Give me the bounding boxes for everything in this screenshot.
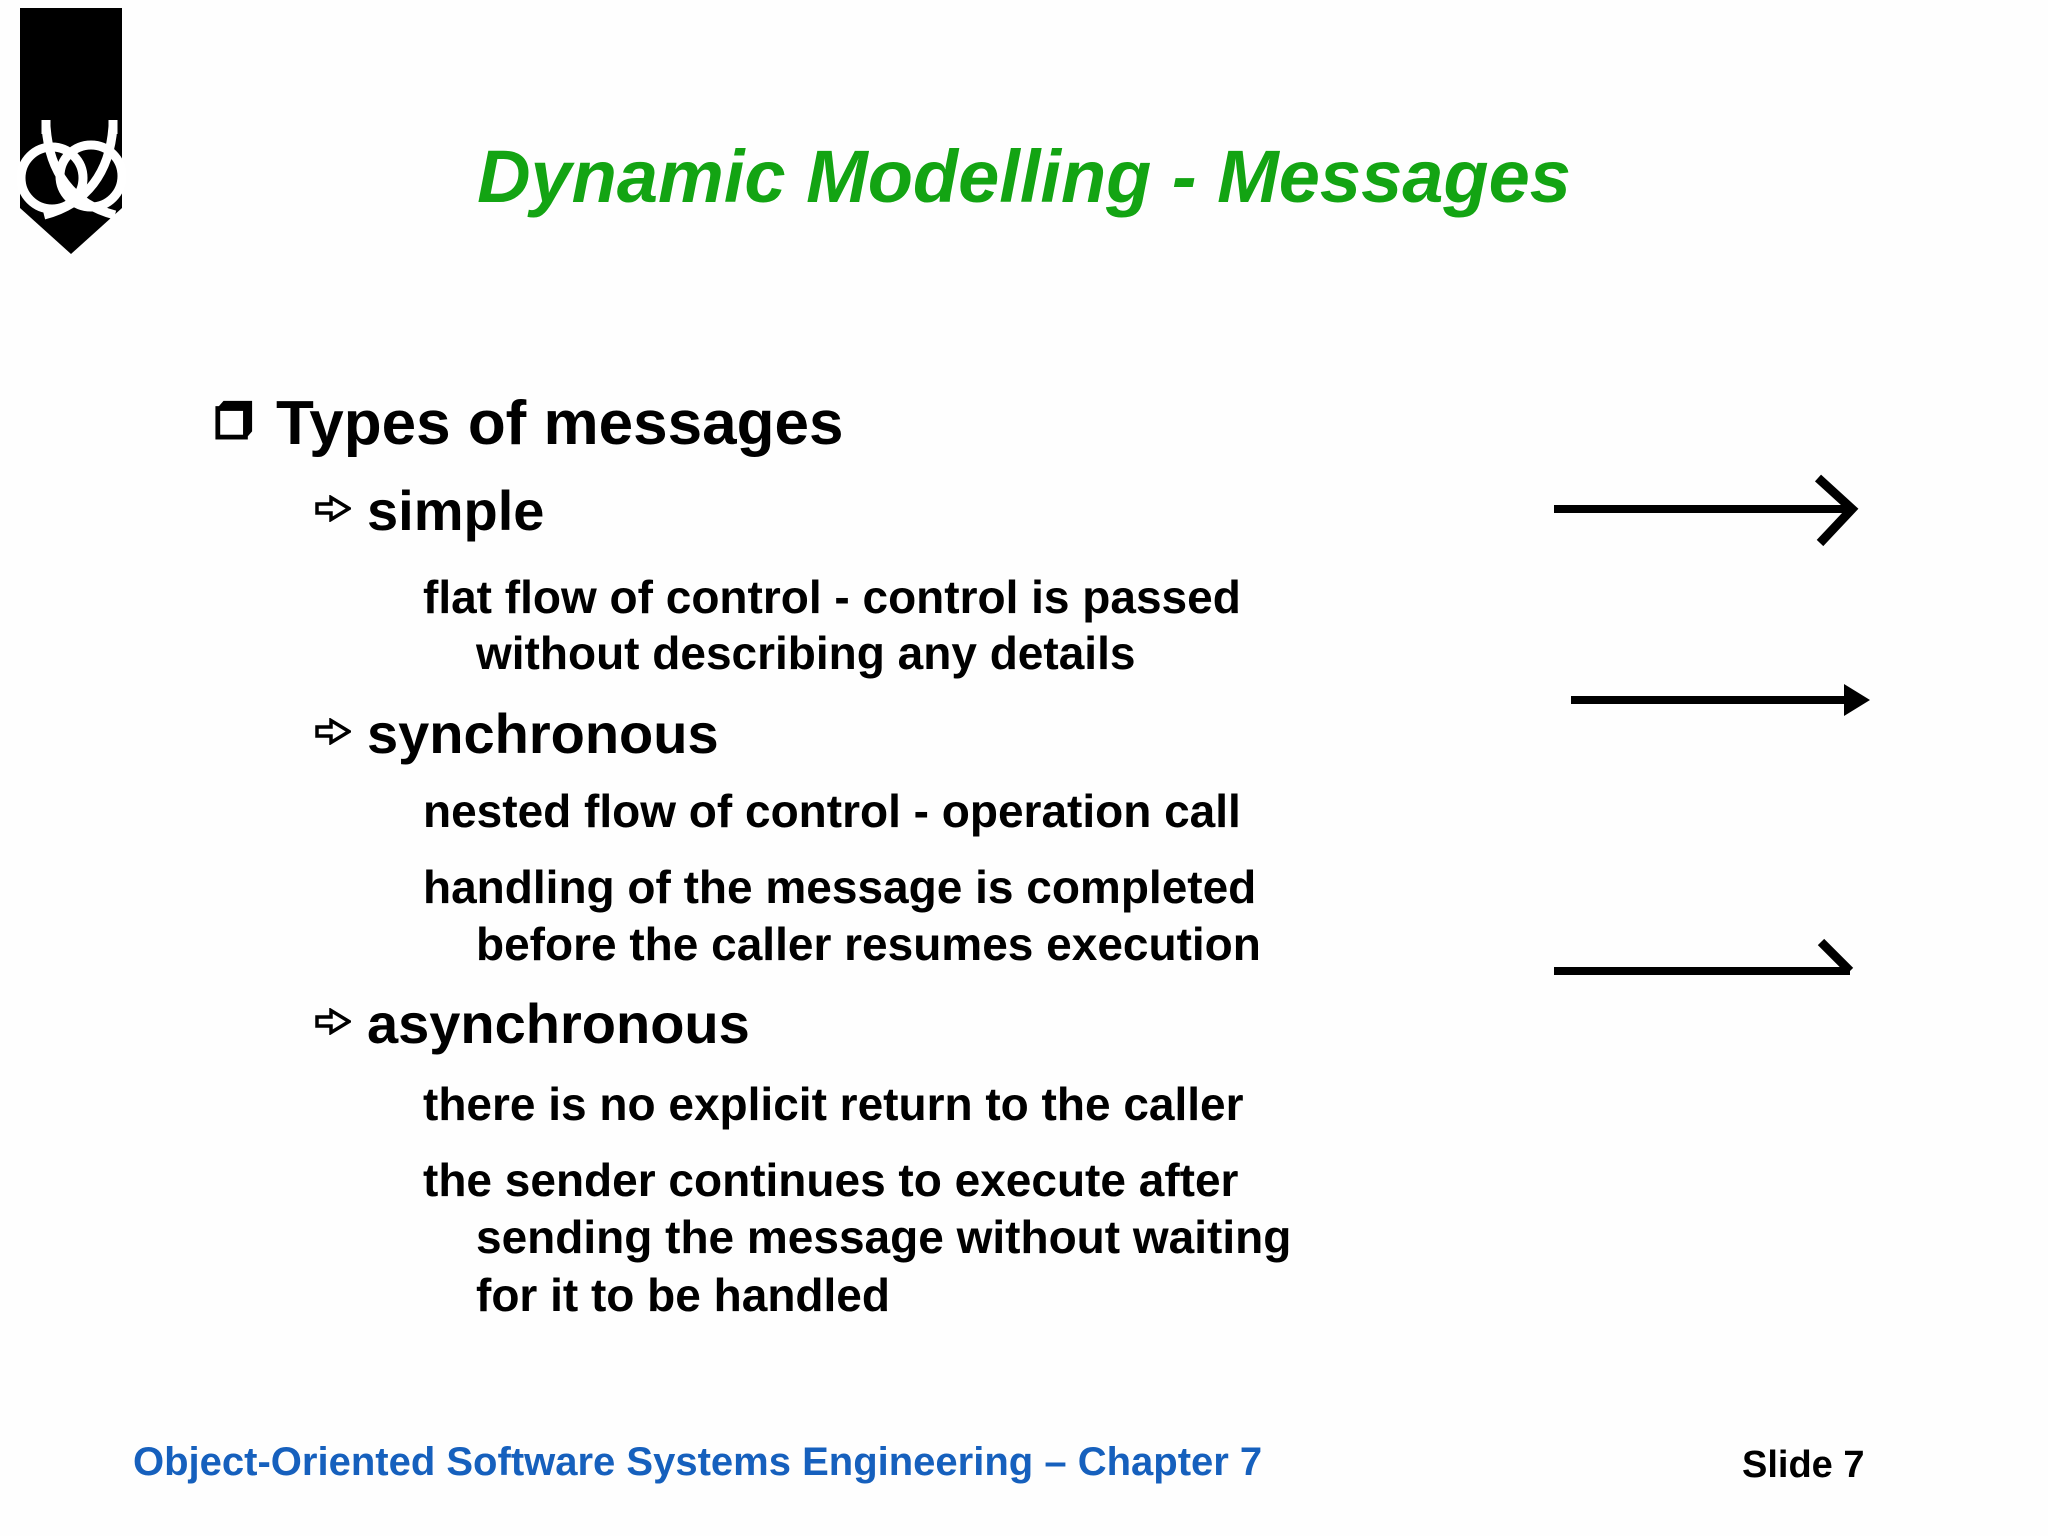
right-arrow-bullet-icon bbox=[315, 718, 351, 745]
slide-number-label: Slide 7 bbox=[1742, 1444, 1865, 1486]
synchronous-message-arrow-icon bbox=[1571, 684, 1870, 716]
detail-line: there is no explicit return to the calle… bbox=[423, 1078, 1244, 1130]
detail-line: nested flow of control - operation call bbox=[423, 785, 1241, 837]
university-crest-logo bbox=[16, 8, 127, 254]
detail-line: flat flow of control - control is passed bbox=[423, 571, 1241, 623]
detail-line: before the caller resumes execution bbox=[476, 918, 1261, 970]
right-arrow-bullet-icon bbox=[315, 1008, 351, 1035]
detail-line: for it to be handled bbox=[476, 1269, 890, 1321]
detail-line: the sender continues to execute after bbox=[423, 1154, 1239, 1206]
detail-line: handling of the message is completed bbox=[423, 861, 1257, 913]
detail-line: without describing any details bbox=[476, 627, 1136, 679]
detail-line: sending the message without waiting bbox=[476, 1211, 1292, 1263]
simple-message-arrow-icon bbox=[1554, 474, 1859, 547]
footer-course-label: Object-Oriented Software Systems Enginee… bbox=[133, 1440, 1263, 1484]
open-square-bullet-icon bbox=[215, 400, 253, 440]
slide-title: Dynamic Modelling - Messages bbox=[477, 135, 1571, 218]
item-label-asynchronous: asynchronous bbox=[367, 992, 750, 1055]
item-label-synchronous: synchronous bbox=[367, 702, 719, 765]
asynchronous-message-arrow-icon bbox=[1554, 938, 1854, 975]
item-label-simple: simple bbox=[367, 479, 545, 542]
right-arrow-bullet-icon bbox=[315, 495, 351, 522]
heading-types-of-messages: Types of messages bbox=[276, 389, 844, 458]
